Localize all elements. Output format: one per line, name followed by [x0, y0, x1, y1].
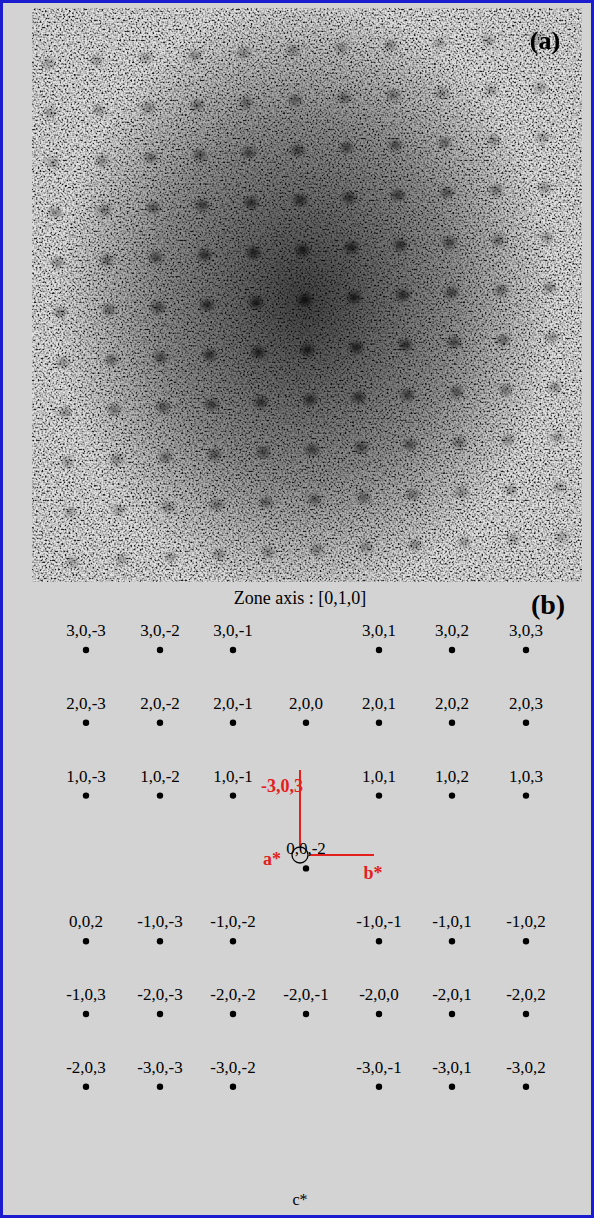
reflection-index: 1,0,2: [435, 767, 469, 784]
reflection-index: -3,0,2: [506, 1058, 546, 1075]
reflection-index: -1,0,-2: [210, 913, 255, 930]
reflection-index: -2,0,-2: [210, 986, 255, 1003]
reflection-index: -2,0,-1: [283, 986, 328, 1003]
reflection-index: 0,0,-2: [286, 840, 326, 857]
reflection-dot: [83, 1084, 89, 1090]
reflection-dot: [523, 938, 529, 944]
reflection-dot: [83, 792, 89, 798]
reflection-index: 1,0,-3: [66, 767, 106, 784]
reciprocal-lattice: [83, 647, 529, 1090]
reflection-dot: [230, 647, 236, 653]
reflection-dot: [83, 647, 89, 653]
reflection-index: -2,0,-3: [137, 986, 182, 1003]
reflection-dot: [523, 647, 529, 653]
reflection-dot: [157, 720, 163, 726]
reflection-dot: [83, 1011, 89, 1017]
diffraction-image: [32, 8, 582, 582]
reflection-index: 1,0,-2: [140, 767, 180, 784]
reflection-dot: [157, 1084, 163, 1090]
reflection-index: 2,0,-2: [140, 694, 180, 711]
reflection-index: -1,0,-1: [356, 913, 401, 930]
axis-label: a*: [263, 850, 281, 868]
reflection-dot: [376, 792, 382, 798]
reflection-index: 3,0,2: [435, 622, 469, 639]
reflection-dot: [376, 938, 382, 944]
reflection-index: -3,0,1: [432, 1058, 472, 1075]
reflection-index: 2,0,-1: [213, 694, 253, 711]
reflection-dot: [376, 720, 382, 726]
reflection-dot: [376, 647, 382, 653]
reflection-index: -2,0,0: [359, 986, 399, 1003]
reflection-dot: [376, 1084, 382, 1090]
reflection-index: -1,0,2: [506, 913, 546, 930]
reflection-dot: [376, 1011, 382, 1017]
reflection-dot: [157, 1011, 163, 1017]
reflection-dot: [230, 938, 236, 944]
reflection-dot: [230, 1084, 236, 1090]
reflection-index: 1,0,-1: [213, 767, 253, 784]
note: c*: [292, 1192, 307, 1208]
reflection-index: 2,0,0: [289, 694, 323, 711]
reflection-dot: [449, 1084, 455, 1090]
reflection-dot: [523, 1084, 529, 1090]
reflection-dot: [523, 720, 529, 726]
reflection-dot: [523, 1011, 529, 1017]
reflection-index: -1,0,1: [432, 913, 472, 930]
zone-axis-heading: Zone axis : [0,1,0]: [234, 589, 366, 607]
reflection-index: 2,0,2: [435, 694, 469, 711]
reflection-dot: [157, 938, 163, 944]
reflection-dot: [449, 792, 455, 798]
reflection-dot: [449, 938, 455, 944]
axis-label: -3,0,3: [261, 777, 303, 795]
reflection-index: 2,0,3: [509, 694, 543, 711]
reflection-dot: [449, 647, 455, 653]
reflection-index: 3,0,-3: [66, 622, 106, 639]
reflection-dot: [157, 647, 163, 653]
reflection-index: -2,0,3: [66, 1058, 106, 1075]
reflection-dot: [303, 865, 309, 871]
reflection-index: 3,0,3: [509, 622, 543, 639]
reflection-dot: [449, 720, 455, 726]
reflection-dot: [449, 1011, 455, 1017]
reflection-index: -2,0,1: [432, 986, 472, 1003]
reflection-dot: [230, 792, 236, 798]
panel-label: (b): [531, 591, 565, 619]
reflection-index: -2,0,2: [506, 986, 546, 1003]
reflection-index: 2,0,-3: [66, 694, 106, 711]
panel-label: (a): [530, 28, 560, 54]
reflection-dot: [523, 792, 529, 798]
reflection-index: 3,0,-2: [140, 622, 180, 639]
reflection-index: 0,0,2: [69, 913, 103, 930]
reflection-index: -3,0,-3: [137, 1058, 182, 1075]
reflection-index: 1,0,1: [362, 767, 396, 784]
reflection-dot: [83, 720, 89, 726]
reflection-index: 2,0,1: [362, 694, 396, 711]
reflection-index: -3,0,-2: [210, 1058, 255, 1075]
reflection-dot: [303, 1011, 309, 1017]
reflection-index: -1,0,-3: [137, 913, 182, 930]
reflection-dot: [83, 938, 89, 944]
reflection-index: -3,0,-1: [356, 1058, 401, 1075]
reflection-dot: [157, 792, 163, 798]
reflection-index: 1,0,3: [509, 767, 543, 784]
reflection-dot: [230, 1011, 236, 1017]
reflection-index: -1,0,3: [66, 986, 106, 1003]
axis-label: b*: [363, 864, 382, 882]
reflection-index: 3,0,-1: [213, 622, 253, 639]
reflection-index: 3,0,1: [362, 622, 396, 639]
reflection-dot: [230, 720, 236, 726]
reflection-dot: [303, 720, 309, 726]
